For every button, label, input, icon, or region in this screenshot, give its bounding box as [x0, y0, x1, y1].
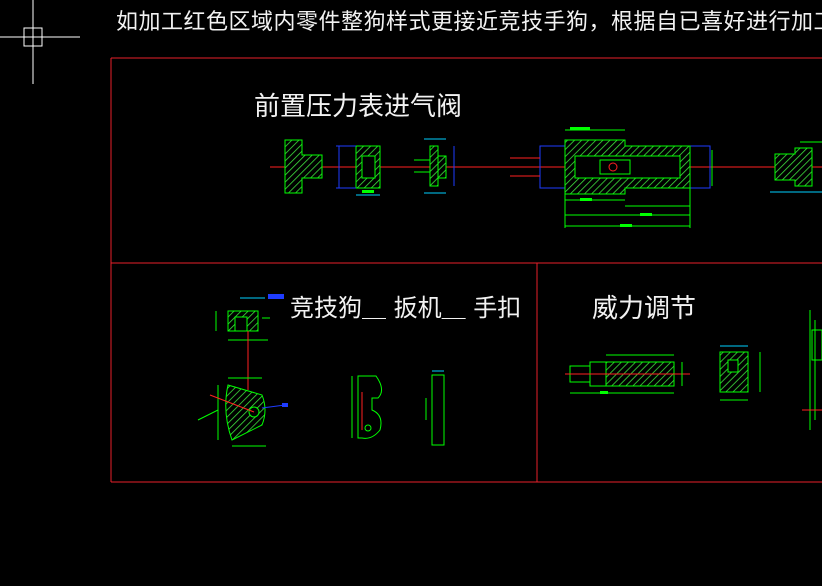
trigger-sector-part[interactable] — [197, 377, 288, 447]
section-title-valve: 前置压力表进气阀 — [254, 92, 463, 122]
valve-knob-part[interactable] — [284, 139, 323, 194]
power-block-part[interactable] — [719, 345, 761, 401]
power-side-part[interactable] — [802, 310, 822, 430]
valve-tip-part[interactable] — [770, 141, 822, 193]
valve-seat-part[interactable] — [414, 138, 455, 194]
section-title-power: 威力调节 — [592, 294, 697, 324]
annotation-note: 如加工红色区域内零件整狗样式更接近竞技手狗，根据自已喜好进行加工 — [116, 10, 822, 35]
valve-nut-part[interactable] — [336, 145, 381, 196]
crosshair-cursor-icon — [0, 0, 80, 84]
trigger-top-part[interactable] — [215, 294, 284, 390]
valve-body-part[interactable] — [510, 127, 713, 228]
section-title-trigger: 竞技狗＿ 扳机＿ 手扣 — [290, 294, 522, 322]
power-shaft-part[interactable] — [565, 354, 690, 394]
title-block-frame — [110, 57, 822, 483]
trigger-plate-part[interactable] — [425, 370, 445, 446]
trigger-hook-part[interactable] — [351, 375, 382, 439]
